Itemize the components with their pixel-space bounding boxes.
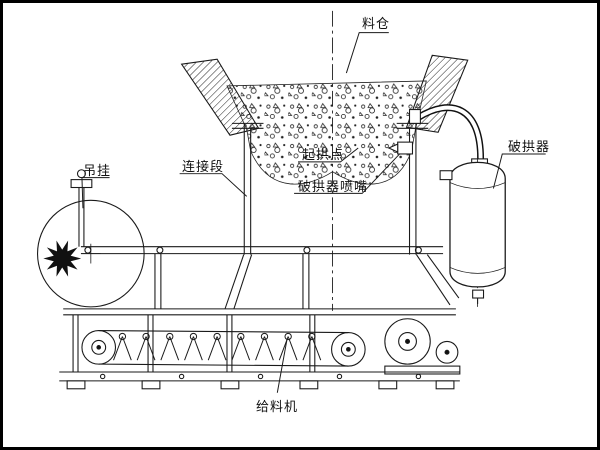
arch-breaker-tank [439,151,506,307]
flights [113,332,322,361]
arch-breaker-nozzle-part [387,141,414,155]
leader-nozzle [294,153,401,194]
hanging-assembly [37,169,145,308]
leader-feeder [276,338,288,393]
feeder-conveyor [59,308,461,390]
label-silo: 料仓 [362,16,391,31]
leader-arching-point [298,147,359,163]
label-arch-breaker: 破拱器 [508,139,551,154]
silo-hopper [180,54,469,185]
bulk-material [226,80,427,185]
spring-hanger-star [43,240,82,277]
leader-hanging [81,177,110,209]
leader-silo [345,32,389,74]
leader-lines [81,32,546,393]
label-feeder: 给料机 [256,399,299,414]
label-connection-section: 连接段 [182,159,225,174]
label-arch-breaker-nozzle: 破拱器喷嘴 [298,179,369,194]
diagram-drawing [37,10,546,393]
leader-arch-breaker [492,153,546,189]
connection-bin [80,122,460,310]
label-arching-point: 起拱点 [302,147,345,162]
drive-unit [384,318,461,375]
leader-connection [179,173,248,197]
hose [408,104,489,169]
label-hanging: 吊挂 [83,163,112,178]
